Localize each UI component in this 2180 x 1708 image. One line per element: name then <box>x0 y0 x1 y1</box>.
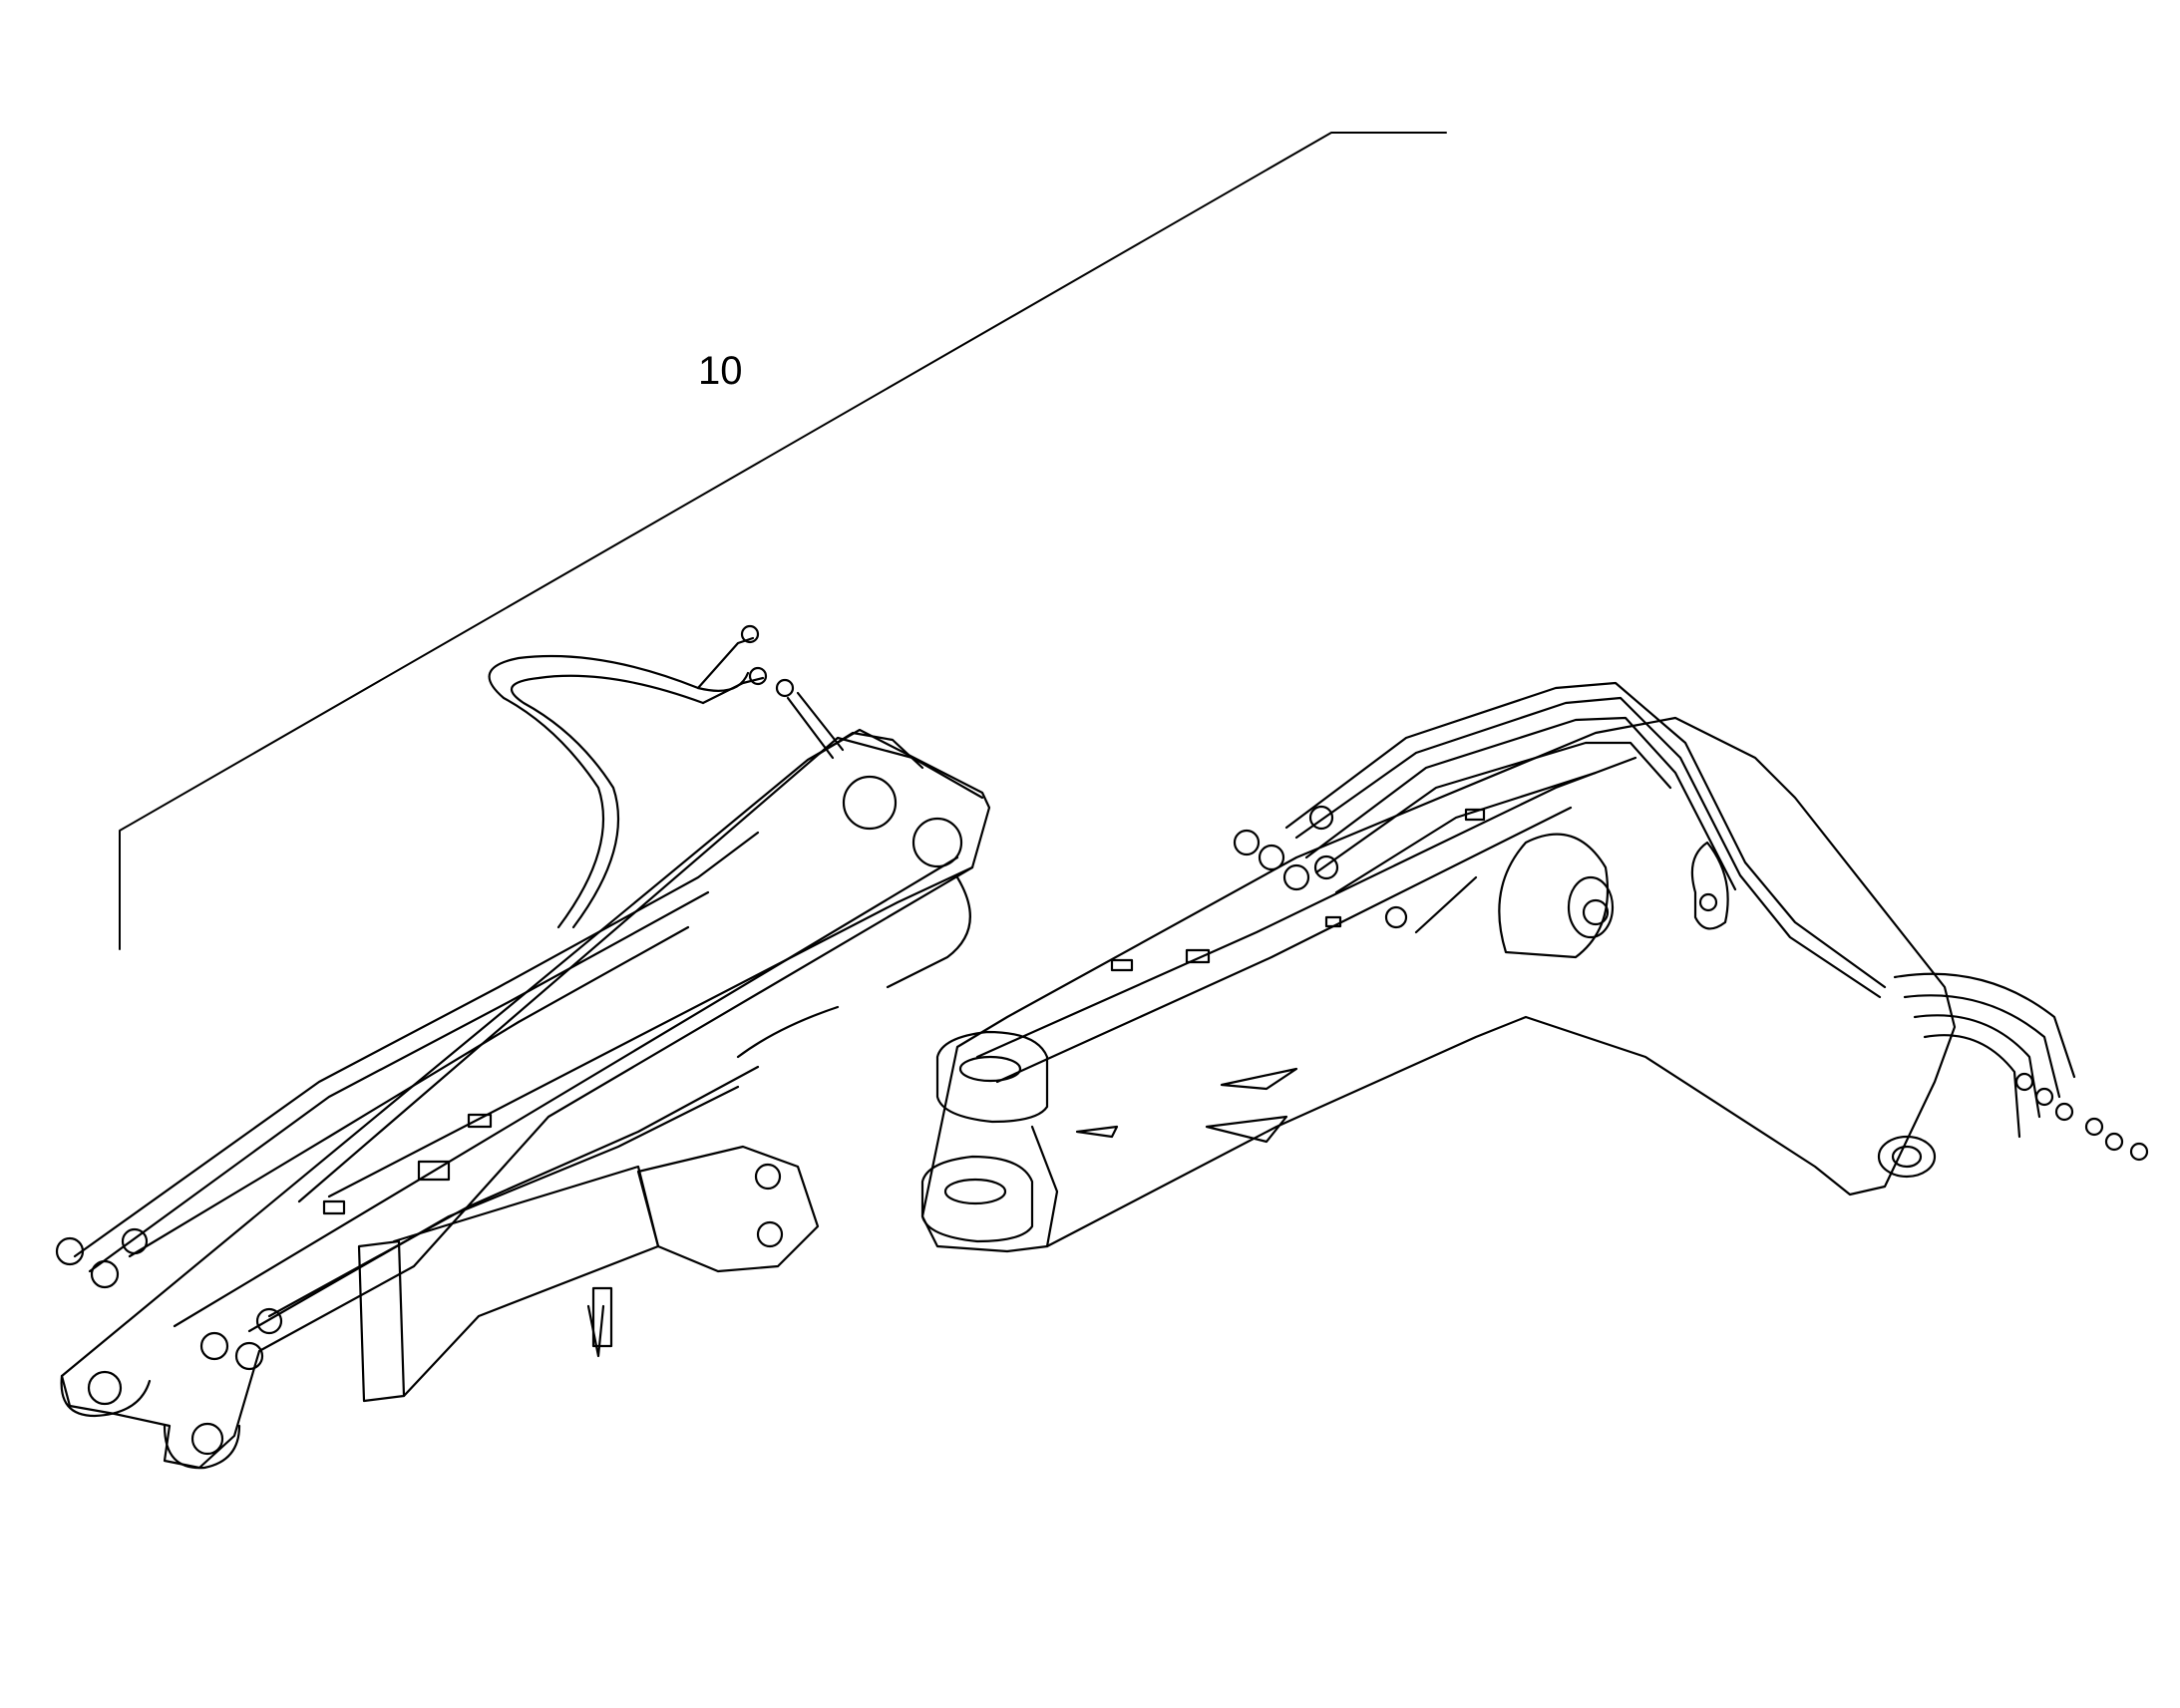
callout-leader-10 <box>119 132 1447 950</box>
boom-assembly-illustration <box>920 681 2149 1253</box>
callout-10-label: 10 <box>698 349 743 393</box>
arm-assembly-illustration <box>55 624 991 1470</box>
